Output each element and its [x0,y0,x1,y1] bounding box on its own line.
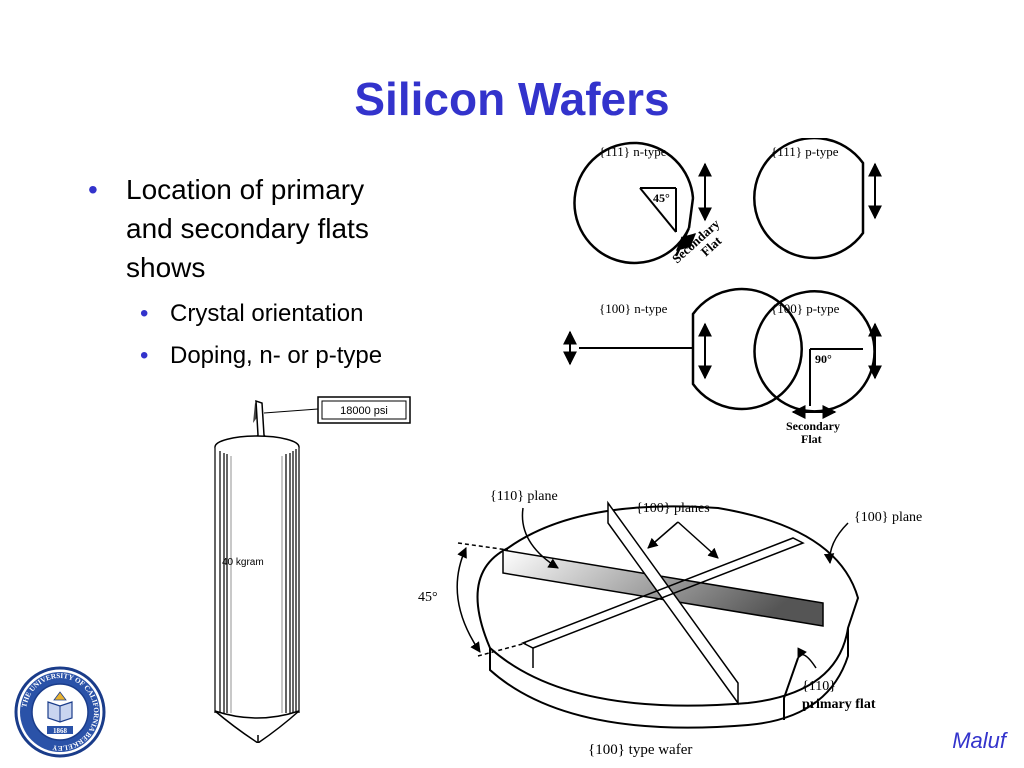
footer-author: Maluf [952,728,1006,753]
wafer-111-n-type [573,141,712,265]
label-111-p-type: {111} p-type [771,144,839,159]
sub-bullet-marker: • [140,300,149,327]
wafer-111-p-type [753,138,882,260]
wafer-caption: {100} type wafer [588,742,692,758]
wafer-3d-illustration: 45° {110} plane {100} planes {100} plane… [418,489,922,758]
angle-45-label: 45° [653,191,670,205]
wafer-flats-diagram: {111} n-type 45° Secondary Flat {111} p-… [563,138,882,446]
label-111-n-type: {111} n-type [599,144,667,159]
secondary-flat-bottom-2: Flat [801,432,822,446]
seal-year: 1868 [53,727,68,735]
wafer-angle-label: 45° [418,590,438,605]
bullet-marker: • [88,174,98,205]
bullet-text-line-2: and secondary flats [126,213,369,244]
wafer-100-n-type [563,287,803,411]
wafer-100-p-type [753,290,882,419]
sub-bullet-marker: • [140,342,149,369]
secondary-flat-bottom-1: Secondary [786,419,840,433]
slide-title: Silicon Wafers [354,73,670,125]
sub-bullet-crystal-orientation: Crystal orientation [170,300,364,327]
label-110-primary-flat-2: primary flat [802,697,876,712]
label-100-plane: {100} plane [854,510,922,525]
label-100-n-type: {100} n-type [599,301,668,316]
bullet-text-line-3: shows [126,252,206,283]
label-100-p-type: {100} p-type [771,301,840,316]
university-seal-icon: THE UNIVERSITY OF CALIFORNIA BERKELEY 18… [14,666,106,758]
label-100-planes: {100} planes [636,501,710,516]
angle-90-label: 90° [815,352,832,366]
bullet-text-line-1: Location of primary [126,174,365,205]
mass-label: 40 kgram [222,557,264,568]
label-110-primary-flat-1: {110} [802,679,836,694]
label-110-plane: {110} plane [490,489,558,504]
sub-bullet-doping: Doping, n- or p-type [170,342,383,369]
pressure-label: 18000 psi [340,405,388,417]
ingot-illustration: 18000 psi 40 kgram [214,396,411,743]
